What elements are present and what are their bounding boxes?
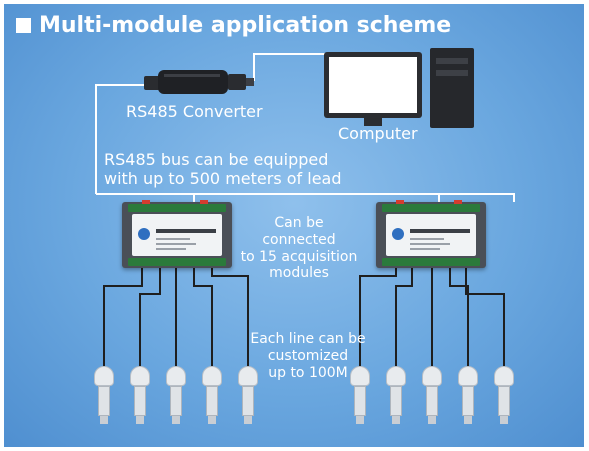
brand-logo-icon — [138, 228, 150, 240]
sensor-wire-7 — [395, 266, 413, 366]
diagram-canvas: Multi-module application scheme RS485 Co… — [4, 4, 584, 447]
page-title: Multi-module application scheme — [16, 10, 451, 40]
bus-note: RS485 bus can be equipped with up to 500… — [104, 150, 384, 188]
brand-logo-icon — [392, 228, 404, 240]
sensor-probe-icon — [458, 366, 478, 424]
connect-note: Can be connected to 15 acquisition modul… — [240, 215, 358, 282]
sensor-wire-2 — [139, 266, 161, 366]
monitor — [324, 52, 422, 118]
sensor-probe-icon — [166, 366, 186, 424]
line-note-line-1: Each line can be — [250, 331, 366, 347]
rs485-converter-icon — [144, 70, 254, 94]
sensor-probe-icon — [494, 366, 514, 424]
sensor-wire-6 — [359, 266, 397, 366]
sensor-wire-5 — [211, 266, 249, 366]
sensor-probe-icon — [238, 366, 258, 424]
sensor-probe-icon — [202, 366, 222, 424]
bus-wire — [95, 84, 144, 194]
sensor-probe-icon — [386, 366, 406, 424]
converter-to-computer-wire — [253, 53, 340, 81]
line-length-note: Each line can be customized up to 100M — [250, 331, 366, 381]
connect-note-line-3: modules — [269, 265, 329, 282]
acquisition-module-2 — [376, 200, 486, 268]
computer-label: Computer — [338, 124, 418, 143]
pc-tower — [430, 48, 474, 128]
sensor-probe-icon — [350, 366, 370, 424]
line-note-line-3: up to 100M — [268, 364, 348, 381]
title-square-icon — [16, 17, 31, 33]
bus-note-line-1: RS485 bus can be equipped — [104, 150, 329, 169]
sensor-wire-9 — [449, 266, 469, 366]
connect-note-line-2: to 15 acquisition — [240, 248, 358, 265]
bus-to-modules-wire — [96, 193, 515, 202]
sensor-probe-icon — [130, 366, 150, 424]
sensor-wire-4 — [193, 266, 213, 366]
sensor-wire-1 — [103, 266, 143, 366]
title-text: Multi-module application scheme — [39, 12, 452, 38]
computer-icon — [324, 48, 484, 128]
sensor-probe-icon — [422, 366, 442, 424]
sensor-probe-icon — [94, 366, 114, 424]
bus-note-line-2: with up to 500 meters of lead — [104, 169, 342, 189]
converter-label: RS485 Converter — [126, 102, 263, 121]
sensor-wire-10 — [465, 266, 505, 366]
line-note-line-2: customized — [267, 347, 349, 364]
wiring — [95, 53, 515, 366]
connect-note-line-1: Can be connected — [262, 215, 336, 248]
acquisition-module-1 — [122, 200, 232, 268]
